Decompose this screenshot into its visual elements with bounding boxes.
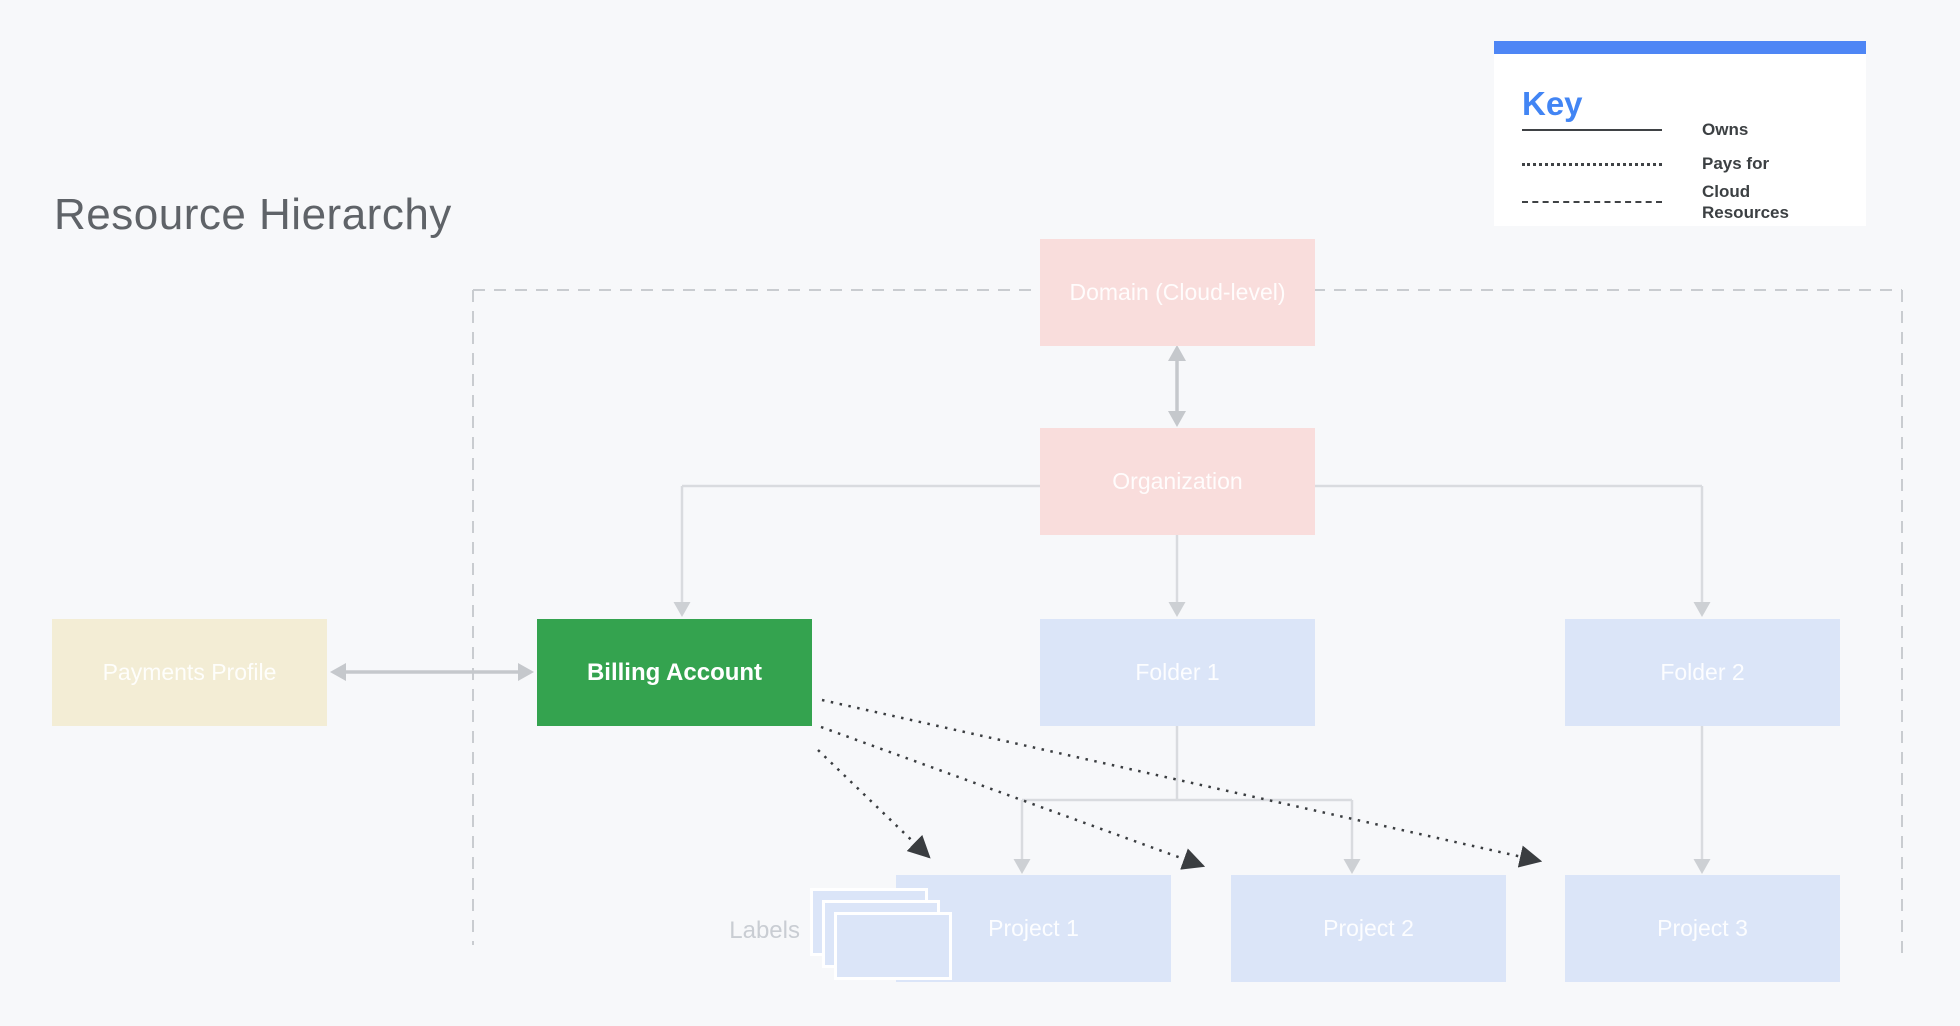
folder2-to-project3-arrowhead-icon [1693,859,1711,874]
org-to-folder2-arrowhead-icon [1693,602,1711,617]
node-project-3: Project 3 [1565,875,1840,982]
org-to-folder1-arrowhead-icon [1168,602,1186,617]
legend-row-pays-for: Pays for [1522,147,1842,181]
legend-label-cloud-resources: Cloud Resources [1702,182,1789,223]
solid-line-sample-icon [1522,129,1662,131]
legend-label-pays-for: Pays for [1702,154,1770,174]
node-project-3-label: Project 3 [1657,915,1748,941]
node-folder-2: Folder 2 [1565,619,1840,726]
node-billing-account: Billing Account [537,619,812,726]
legend-row-cloud-resources: Cloud Resources [1522,181,1842,224]
node-payments-profile: Payments Profile [52,619,327,726]
node-project-2-label: Project 2 [1323,915,1414,941]
node-project-1-label: Project 1 [988,915,1079,941]
node-domain: Domain (Cloud-level) [1040,239,1315,346]
node-folder-1: Folder 1 [1040,619,1315,726]
node-billing-account-label: Billing Account [586,658,763,686]
dashed-line-sample-icon [1522,201,1662,204]
payments-billing-arrowhead-right-icon [518,663,534,681]
labels-cards-icon [810,888,960,984]
legend-row-owns: Owns [1522,113,1842,147]
domain-org-arrowhead-down-icon [1168,411,1186,427]
folder1-branch-lines [1020,726,1354,860]
billing-pays-project1-dotted-arrow [817,749,931,859]
node-folder-1-label: Folder 1 [1135,659,1220,685]
billing-pays-project2-dotted-arrow [820,725,1206,870]
node-project-2: Project 2 [1231,875,1506,982]
domain-org-arrowhead-up-icon [1168,345,1186,361]
labels-annotation: Labels [729,917,800,944]
folder1-to-project1-arrowhead-icon [1013,859,1031,874]
node-folder-2-label: Folder 2 [1660,659,1745,685]
label-card-front [834,912,952,980]
node-domain-label: Domain (Cloud-level) [1069,279,1286,305]
folder1-to-project2-arrowhead-icon [1343,859,1361,874]
legend-key-card: Key Owns Pays for Cloud Resources [1494,41,1866,226]
dotted-line-sample-icon [1522,162,1662,166]
node-payments-profile-label: Payments Profile [102,659,277,685]
legend-label-owns: Owns [1702,120,1749,140]
page-title: Resource Hierarchy [54,190,452,239]
legend-accent-bar [1494,41,1866,54]
legend-rows: Owns Pays for Cloud Resources [1522,113,1842,224]
node-organization-label: Organization [1112,468,1243,494]
legend-title: Key [1522,85,1583,122]
org-to-billing-arrowhead-icon [673,602,691,617]
payments-billing-arrowhead-left-icon [330,663,346,681]
node-organization: Organization [1040,428,1315,535]
